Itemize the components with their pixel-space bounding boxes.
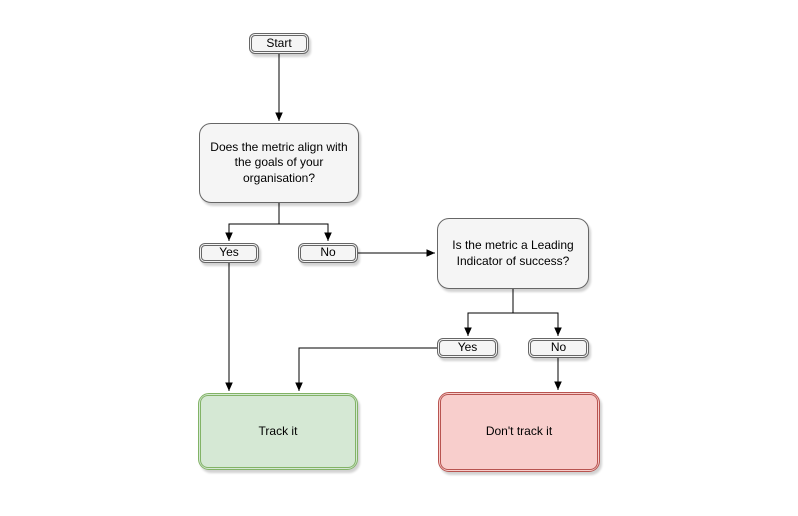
node-no-align: No: [298, 243, 358, 263]
question-align-label: Does the metric align with the goals of …: [210, 139, 348, 185]
node-yes-align: Yes: [199, 243, 259, 263]
yes-align-label: Yes: [219, 245, 239, 260]
node-no-leading: No: [528, 338, 589, 358]
node-yes-leading: Yes: [437, 338, 498, 358]
edge-yes-leading-to-track: [295, 347, 437, 391]
question-leading-label: Is the metric a Leading Indicator of suc…: [452, 237, 574, 268]
edge-question-align-to-no: [279, 223, 332, 241]
no-leading-label: No: [550, 340, 567, 355]
yes-leading-label: Yes: [457, 340, 478, 355]
dont-track-it-label: Don't track it: [485, 424, 553, 439]
node-start: Start: [249, 33, 309, 54]
node-dont-track-it: Don't track it: [438, 392, 600, 472]
node-question-leading: Is the metric a Leading Indicator of suc…: [437, 218, 589, 289]
start-label: Start: [266, 35, 292, 50]
node-question-align: Does the metric align with the goals of …: [199, 123, 359, 203]
edge-question-leading-to-yes: [464, 289, 514, 336]
node-track-it: Track it: [198, 393, 358, 470]
edge-question-leading-to-no: [513, 312, 562, 336]
no-align-label: No: [320, 245, 336, 260]
track-it-label: Track it: [258, 423, 298, 438]
edge-question-align-to-yes: [225, 203, 280, 241]
